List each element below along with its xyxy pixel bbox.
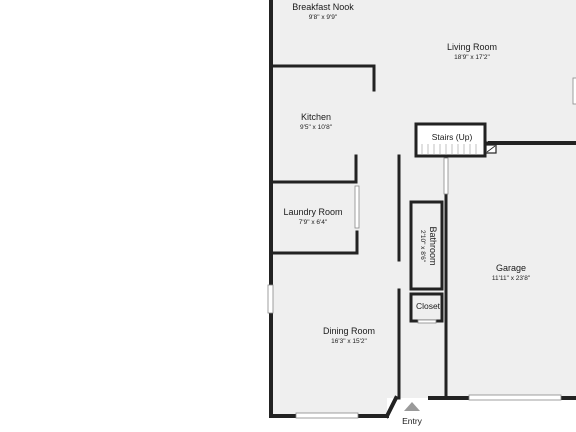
room-name: Laundry Room: [283, 207, 342, 217]
label-dining-room: Dining Room 16'3" x 15'2": [323, 326, 375, 345]
room-name: Living Room: [447, 42, 497, 52]
label-kitchen: Kitchen 9'5" x 10'8": [300, 112, 333, 131]
entry-arrow-icon: [404, 402, 420, 411]
label-breakfast-nook: Breakfast Nook 9'8" x 9'9": [292, 2, 354, 21]
label-laundry-room: Laundry Room 7'9" x 6'4": [283, 207, 342, 226]
room-name: Garage: [496, 263, 526, 273]
windows: [267, 77, 576, 419]
room-name: Dining Room: [323, 326, 375, 336]
room-dims: 9'5" x 10'8": [300, 124, 333, 131]
floor-area: [269, 0, 576, 416]
room-dims: 11'11" x 23'8": [492, 275, 531, 282]
room-dims: 16'3" x 15'2": [331, 338, 367, 345]
room-dims: 18'9" x 17'2": [454, 54, 490, 61]
room-dims: 7'9" x 6'4": [299, 219, 328, 226]
label-bathroom: Bathroom 2'10" x 8'6": [419, 226, 438, 265]
label-closet: Closet: [416, 301, 441, 311]
room-name: Closet: [416, 301, 441, 311]
room-name: Breakfast Nook: [292, 2, 354, 12]
interior-walls: [269, 64, 502, 400]
label-living-room: Living Room 18'9" x 17'2": [447, 42, 497, 61]
label-stairs: Stairs (Up): [432, 132, 473, 142]
room-dims: 2'10" x 8'6": [419, 230, 426, 263]
room-name: Kitchen: [301, 112, 331, 122]
entry-label: Entry: [402, 416, 423, 426]
room-name: Stairs (Up): [432, 132, 473, 142]
room-dims: 9'8" x 9'9": [309, 14, 338, 21]
stairs: [414, 122, 497, 158]
room-name: Bathroom: [428, 226, 438, 265]
bathroom-box: [409, 200, 444, 291]
label-garage: Garage 11'11" x 23'8": [492, 263, 531, 282]
